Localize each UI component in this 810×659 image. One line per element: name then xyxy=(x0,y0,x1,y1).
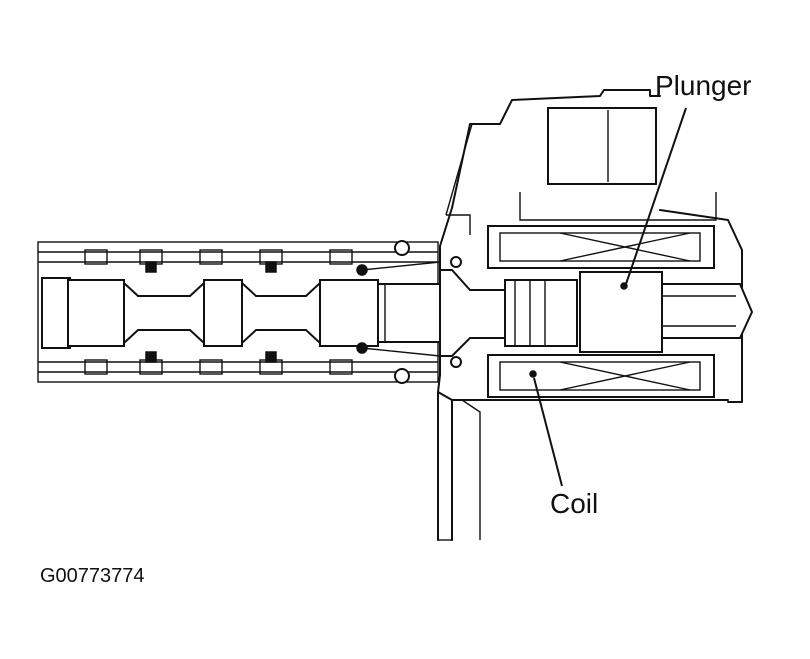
spool-valve xyxy=(41,277,443,349)
valve-body xyxy=(37,241,439,383)
mounting-bracket xyxy=(437,391,481,541)
figure-code: G00773774 xyxy=(40,565,145,587)
plunger-leader-dot xyxy=(620,282,628,290)
solenoid-housing xyxy=(437,89,743,403)
coil-leader xyxy=(533,377,563,487)
plunger-assembly xyxy=(439,269,754,357)
coil-leader-dot xyxy=(529,370,537,378)
coil-label: Coil xyxy=(550,488,599,519)
plunger-label: Plunger xyxy=(655,70,752,101)
coil-windings xyxy=(487,225,715,398)
plunger-leader xyxy=(625,107,687,285)
spring xyxy=(361,261,441,357)
o-rings xyxy=(356,240,462,384)
